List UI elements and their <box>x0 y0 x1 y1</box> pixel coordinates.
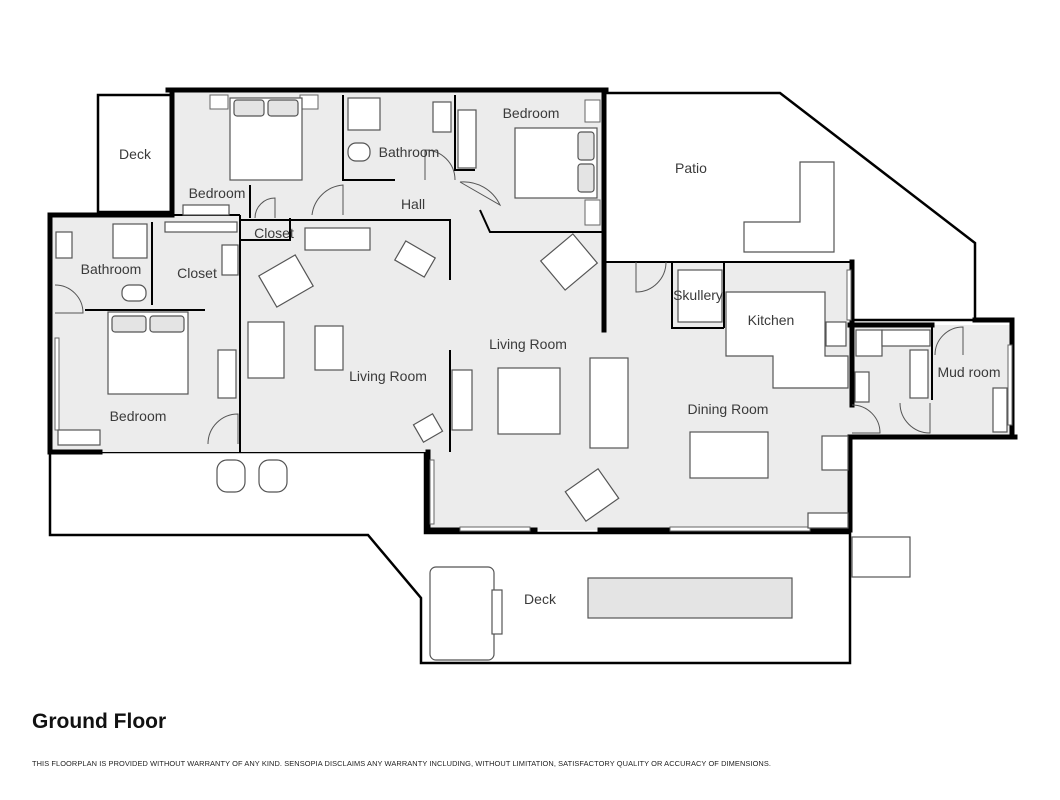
coffee-table <box>314 325 344 371</box>
floorplan-drawing: Deck Bedroom Bathroom Bedroom Patio Hall… <box>47 87 1018 665</box>
floor-title: Ground Floor <box>32 710 167 733</box>
window <box>459 526 531 532</box>
interior-wall <box>240 218 291 241</box>
counter <box>881 329 931 347</box>
side-table <box>412 413 444 443</box>
appliance <box>821 435 849 471</box>
room-label-bathroom-top: Bathroom <box>379 144 440 160</box>
window <box>584 199 601 226</box>
patio-sofa <box>743 161 835 253</box>
room-label-bedroom-top: Bedroom <box>189 185 246 201</box>
door-swing <box>54 284 84 314</box>
kitchen-counter <box>725 291 849 389</box>
sofa <box>247 321 285 379</box>
vanity <box>432 101 452 133</box>
stairs-small <box>221 244 239 276</box>
pillow <box>577 163 595 193</box>
deck-bench <box>491 589 503 635</box>
window <box>299 94 319 110</box>
armchair <box>257 254 315 308</box>
shower <box>347 97 381 131</box>
sink <box>855 329 883 357</box>
bar-stool <box>258 459 288 493</box>
window <box>1007 344 1013 426</box>
outdoor-dining-table <box>587 577 793 619</box>
stairs-small <box>807 512 849 529</box>
toilet <box>121 284 147 302</box>
door-swing <box>851 404 881 434</box>
window <box>54 337 60 431</box>
shelf <box>164 221 238 233</box>
door-swing <box>254 197 276 219</box>
outer-wall <box>47 87 175 455</box>
sofa <box>589 357 629 449</box>
door-swing <box>424 149 456 181</box>
room-label-living-room-left: Living Room <box>349 368 427 384</box>
rug <box>497 367 561 435</box>
interior-wall <box>342 95 395 181</box>
room-label-skullery: Skullery <box>673 287 723 303</box>
interior-wall <box>454 95 475 171</box>
window <box>584 99 601 123</box>
pillow <box>577 131 595 161</box>
room-label-closet-left: Closet <box>177 265 217 281</box>
stairs-small <box>854 371 870 403</box>
room-label-bedroom-left: Bedroom <box>110 408 167 424</box>
door-swing <box>635 261 667 293</box>
armchair <box>539 233 599 291</box>
pillow <box>267 99 299 117</box>
counter <box>677 269 723 323</box>
room-label-hall: Hall <box>401 196 425 212</box>
door-swing <box>934 326 964 356</box>
room-label-patio: Patio <box>675 160 707 176</box>
door-swing <box>311 184 344 216</box>
pillow <box>111 315 147 333</box>
interior-wall <box>240 219 451 280</box>
door-swing <box>207 413 239 445</box>
room-label-bathroom-left: Bathroom <box>81 261 142 277</box>
stairs-exterior <box>851 536 911 578</box>
window <box>209 94 229 110</box>
bench <box>57 429 101 446</box>
dresser <box>217 349 237 399</box>
side-table <box>393 240 437 278</box>
window <box>669 526 811 532</box>
toilet <box>347 142 371 162</box>
desk <box>304 227 371 251</box>
room-label-bedroom-top-right: Bedroom <box>503 105 560 121</box>
room-label-closet-hall: Closet <box>254 225 294 241</box>
room-label-deck-nw: Deck <box>119 146 152 162</box>
pillow <box>233 99 265 117</box>
interior-floor <box>50 90 1012 530</box>
wardrobe <box>457 109 477 169</box>
sink <box>825 321 847 347</box>
interior-wall <box>479 209 604 233</box>
bench <box>909 349 929 399</box>
shower <box>112 223 148 259</box>
room-label-mud-room: Mud room <box>937 364 1000 380</box>
door-swing <box>459 181 502 207</box>
vanity <box>55 231 73 259</box>
disclaimer-text: THIS FLOORPLAN IS PROVIDED WITHOUT WARRA… <box>32 759 772 768</box>
dresser <box>182 204 230 216</box>
dining-table <box>689 431 769 479</box>
window <box>429 459 435 525</box>
room-label-kitchen: Kitchen <box>748 312 795 328</box>
window <box>846 269 852 321</box>
door-swing <box>899 402 931 434</box>
room-label-deck-south: Deck <box>524 591 557 607</box>
locker <box>992 387 1008 433</box>
interior-wall <box>671 262 724 329</box>
fireplace <box>451 369 473 431</box>
room-label-dining-room: Dining Room <box>688 401 769 417</box>
bar-stool <box>216 459 246 493</box>
pillow <box>149 315 185 333</box>
hot-tub <box>429 566 495 661</box>
armchair <box>564 467 620 523</box>
room-label-living-room-center: Living Room <box>489 336 567 352</box>
